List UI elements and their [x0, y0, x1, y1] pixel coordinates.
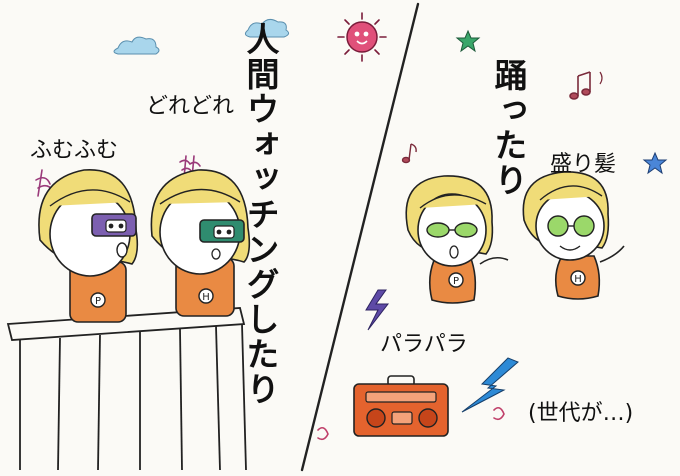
cloud-right: [244, 18, 290, 38]
squiggle-bottom-icon: [317, 406, 505, 441]
caption-fumufumu: ふむふむ: [30, 138, 119, 163]
caption-parapara: パラパラ: [380, 332, 468, 357]
character-left-1: P: [38, 169, 139, 323]
caption-generation: (世代が…): [528, 401, 634, 426]
shirt-letter-right-2: H: [574, 274, 582, 285]
character-right-2: H: [522, 171, 625, 300]
music-note-icon: [569, 71, 603, 100]
star-green-icon: [455, 29, 481, 53]
panel-divider: [300, 2, 420, 472]
shirt-letter-right-1: P: [453, 276, 459, 287]
bolt-blue-icon: [461, 357, 519, 413]
sun-icon: [337, 12, 387, 62]
railing: [6, 307, 247, 471]
caption-doredore: どれどれ: [146, 94, 235, 119]
music-note-small-icon: [401, 143, 417, 164]
shirt-letter-left-1: P: [95, 296, 101, 307]
vertical-title-right: 踊ったり: [489, 58, 528, 198]
character-right-1: P: [405, 175, 509, 304]
character-left-2: H: [150, 169, 251, 317]
shirt-letter-left-2: H: [202, 292, 210, 303]
radio-icon: [353, 375, 449, 437]
cloud-left: [113, 36, 160, 55]
star-blue-icon: [642, 151, 668, 175]
bolt-purple-icon: [365, 289, 390, 331]
vertical-title-left: 人間ウォッチングしたり: [241, 22, 280, 407]
caption-morigami: 盛り髪: [550, 152, 617, 177]
